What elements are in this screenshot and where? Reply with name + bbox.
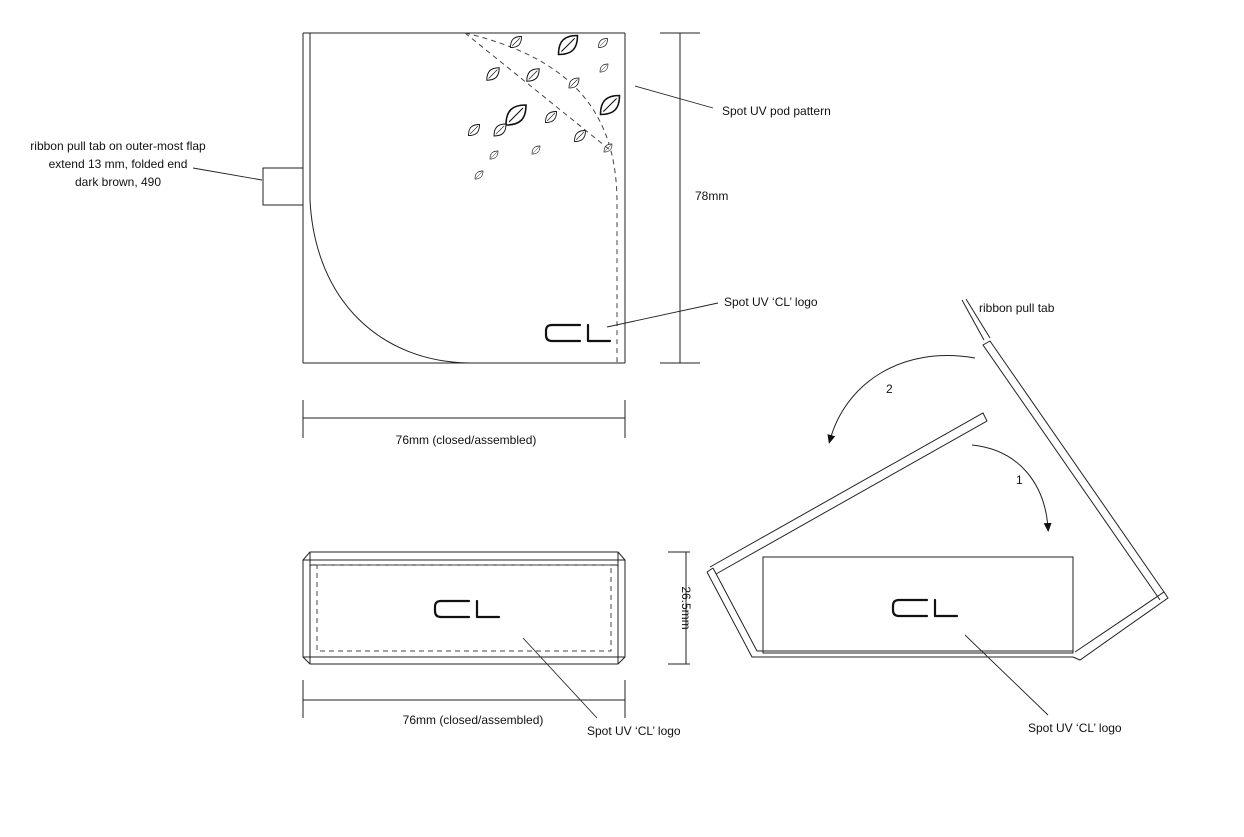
pod-pattern-label: Spot UV pod pattern: [722, 104, 831, 118]
logo-callout-top: Spot UV ‘CL’ logo: [724, 295, 818, 309]
opening-sequence-view: [706, 298, 1169, 716]
cl-logo-icon: [544, 323, 612, 343]
leaf-icon: [545, 111, 557, 123]
leaf-icon: [557, 34, 579, 56]
step-1-label: 1: [1016, 473, 1023, 487]
ribbon-pull-tab: [262, 167, 304, 206]
arrow-icon: [827, 355, 976, 444]
width-dimension-top: [302, 400, 626, 438]
width-dimension-top-label: 76mm (closed/assembled): [396, 433, 537, 447]
leaf-icon: [599, 94, 621, 116]
width-dimension-bottom: [302, 680, 626, 718]
cl-logo-icon: [891, 598, 959, 618]
leaf-icon: [598, 38, 608, 48]
logo-callout-front: Spot UV ‘CL’ logo: [587, 724, 681, 738]
width-dimension-bottom-label: 76mm (closed/assembled): [403, 713, 544, 727]
leaf-icon: [526, 68, 540, 82]
ribbon-pull-tab-label: ribbon pull tab: [979, 301, 1055, 315]
depth-dimension-label: 26.5mm: [679, 586, 693, 629]
leaf-icon: [505, 104, 527, 126]
leaf-icon: [574, 130, 586, 142]
logo-callout-open: Spot UV ‘CL’ logo: [1028, 721, 1122, 735]
closed-box-side-view: [302, 551, 690, 719]
svg-text:dark brown, 490: dark brown, 490: [75, 175, 161, 189]
leaf-icon: [493, 123, 507, 137]
depth-dimension: [668, 551, 690, 665]
step-2-label: 2: [886, 382, 893, 396]
leaf-icon: [489, 150, 499, 160]
svg-text:extend 13 mm, folded end: extend 13 mm, folded end: [49, 157, 188, 171]
leaf-icon: [599, 63, 609, 73]
leaf-icon: [468, 124, 480, 136]
leaf-icon: [474, 170, 484, 180]
leaf-icon: [531, 145, 541, 155]
front-face-view: [192, 32, 719, 438]
svg-text:ribbon pull tab on outer-most: ribbon pull tab on outer-most flap: [30, 139, 206, 153]
height-dimension-label: 78mm: [695, 189, 728, 203]
leaf-icon: [510, 36, 522, 48]
arrow-icon: [971, 444, 1052, 532]
spot-uv-pod-pattern: [464, 32, 621, 180]
ribbon-tab-note: ribbon pull tab on outer-most flap exten…: [30, 139, 206, 189]
leaf-icon: [568, 77, 580, 89]
height-dimension: [660, 32, 700, 364]
leaf-icon: [486, 67, 500, 81]
cl-logo-icon: [433, 599, 501, 619]
